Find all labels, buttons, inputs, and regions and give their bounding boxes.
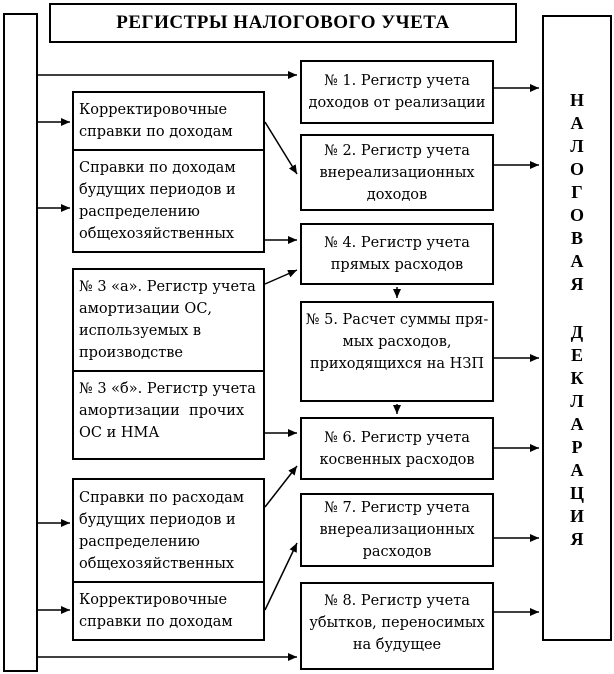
register-box-5: № 5. Расчет суммы пря- мых расходов, при… <box>300 301 494 402</box>
register-box-8: № 8. Регистр учета убытков, переносимых … <box>300 582 494 670</box>
doc-box-corrective-income-top: Корректировочные справки по доходам <box>72 91 265 151</box>
declaration-box: НАЛОГОВАЯ ДЕКЛАРАЦИЯ <box>542 15 612 641</box>
register-box-1: № 1. Регистр учета доходов от реализации <box>300 60 494 124</box>
arrow-reg3a-to-reg4 <box>264 269 298 285</box>
doc-box-future-income: Справки по доходам будущих периодов и ра… <box>72 149 265 253</box>
arrow-corrective-bottom-to-reg7 <box>264 542 298 611</box>
register-box-6: № 6. Регистр учета косвенных расходов <box>300 417 494 480</box>
declaration-word-deklaraciya: ДЕКЛАРАЦИЯ <box>567 322 587 552</box>
arrow-corrective-top-to-reg2 <box>264 121 298 175</box>
register-box-7: № 7. Регистр учета внереализационных рас… <box>300 493 494 567</box>
register-box-2: № 2. Регистр учета внереализационных дох… <box>300 134 494 211</box>
title-box: РЕГИСТРЫ НАЛОГОВОГО УЧЕТА <box>49 3 517 43</box>
declaration-word-nalogovaya: НАЛОГОВАЯ <box>567 90 587 297</box>
arrow-future-expenses-to-reg6 <box>264 465 298 508</box>
doc-box-register-3b: № 3 «б». Регистр учета амортизации прочи… <box>72 370 265 460</box>
doc-box-register-3a: № 3 «а». Регистр учета амортизации ОС, и… <box>72 268 265 372</box>
doc-box-corrective-income-bottom: Корректировочные справки по доходам <box>72 581 265 641</box>
doc-box-future-expenses: Справки по расходам будущих периодов и р… <box>72 478 265 583</box>
left-flow-bar <box>3 13 38 672</box>
register-box-4: № 4. Регистр учета прямых расходов <box>300 223 494 285</box>
